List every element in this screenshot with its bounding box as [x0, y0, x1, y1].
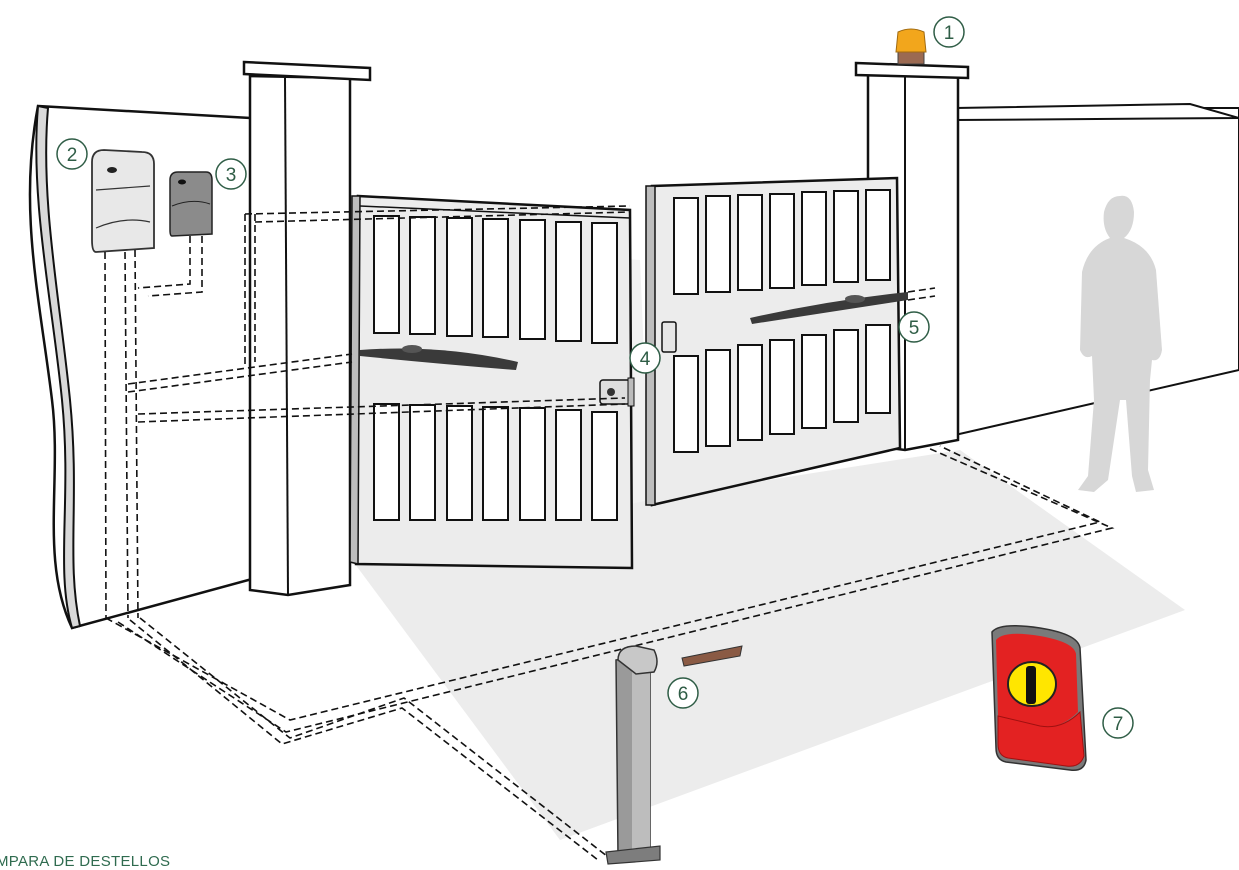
callout-3: 3 [216, 159, 246, 189]
callout-5: 5 [899, 312, 929, 342]
svg-text:6: 6 [678, 684, 689, 705]
key-selector-icon [992, 626, 1086, 771]
svg-text:2: 2 [67, 145, 78, 166]
control-unit-icon [92, 150, 154, 252]
svg-text:5: 5 [909, 318, 920, 339]
receiver-box-icon [170, 172, 212, 236]
left-gate-leaf [350, 196, 632, 568]
caption-flashing-lamp: MPARA DE DESTELLOS [0, 853, 170, 870]
callout-2: 2 [57, 139, 87, 169]
callout-6: 6 [668, 678, 698, 708]
svg-text:1: 1 [944, 23, 955, 44]
right-gate-leaf [646, 178, 900, 505]
left-wall [30, 106, 285, 628]
callout-4: 4 [630, 343, 660, 373]
flashing-lamp-icon [896, 29, 926, 64]
svg-text:3: 3 [226, 165, 237, 186]
svg-text:4: 4 [640, 349, 651, 370]
callout-1: 1 [934, 17, 964, 47]
svg-text:7: 7 [1113, 714, 1124, 735]
callout-7: 7 [1103, 708, 1133, 738]
